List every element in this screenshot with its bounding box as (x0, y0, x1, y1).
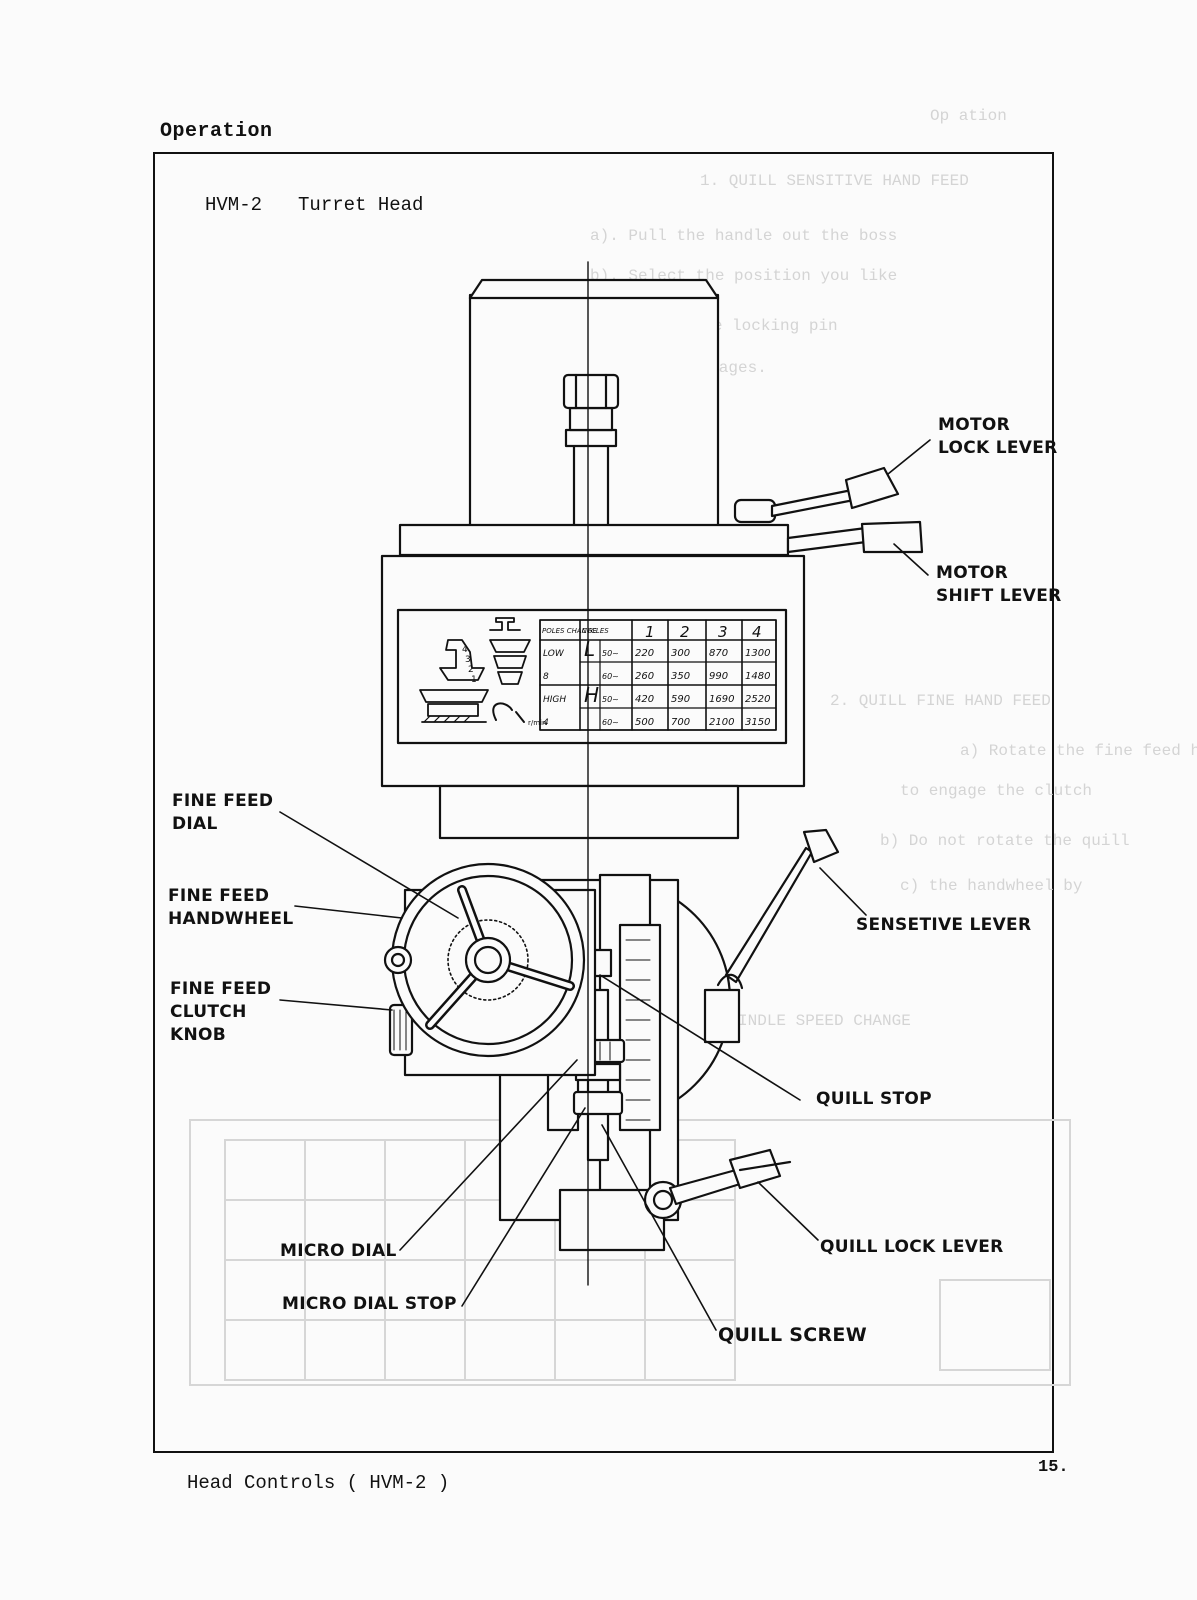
svg-text:2. QUILL FINE HAND FEED: 2. QUILL FINE HAND FEED (830, 692, 1051, 710)
callout-quill-screw: QUILL SCREW (718, 1324, 867, 1346)
speed-poles-2: HIGH (543, 695, 566, 705)
svg-text:b) Do not rotate the quill: b) Do not rotate the quill (880, 832, 1130, 850)
section-title: Operation (160, 120, 273, 143)
speed-value-3-2: 2100 (709, 717, 734, 728)
figure-frame (153, 152, 1054, 1453)
speed-poles-1: 8 (543, 672, 549, 682)
speed-header-5: 4 (752, 623, 762, 641)
speed-value-1-1: 350 (671, 671, 690, 682)
speed-plate-text: POLES CHANGE CYCLES 1 2 3 4 (542, 623, 762, 641)
pulley-step-1: 3 (465, 655, 471, 665)
svg-text:1. QUILL SENSITIVE HAND FEED: 1. QUILL SENSITIVE HAND FEED (700, 172, 969, 190)
speed-header-3: 2 (680, 623, 690, 641)
callout-sensitive-lever: SENSETIVE LEVER (856, 915, 1032, 935)
speed-value-0-1: 300 (671, 648, 690, 659)
callout-motor-shift-lever: MOTOR SHIFT LEVER (936, 563, 1062, 606)
figure-title: HVM-2 Turret Head (205, 194, 459, 216)
figure-heading: Turret Head (298, 194, 424, 216)
speed-cycles-2: 50~ (602, 695, 619, 704)
pulley-step-0: 4 (462, 645, 468, 655)
svg-text:3. SPINDLE SPEED CHANGE: 3. SPINDLE SPEED CHANGE (690, 1012, 911, 1030)
svg-text:a) Rotate the fine feed handwh: a) Rotate the fine feed handwheel (960, 742, 1197, 760)
model-label: HVM-2 (205, 194, 263, 216)
speed-value-3-0: 500 (635, 717, 654, 728)
speed-value-0-0: 220 (635, 648, 654, 659)
callout-motor-lock-lever: MOTOR LOCK LEVER (938, 415, 1058, 458)
figure-caption: Head Controls ( HVM-2 ) (187, 1472, 450, 1494)
rpm-unit-label: r/min (528, 719, 546, 727)
callout-micro-dial-stop: MICRO DIAL STOP (282, 1294, 457, 1314)
speed-cycles-1: 60~ (602, 672, 619, 681)
speed-header-4: 3 (718, 623, 728, 641)
speed-value-2-2: 1690 (709, 694, 734, 705)
speed-value-1-0: 260 (635, 671, 654, 682)
pulley-step-3: 1 (471, 675, 477, 685)
speed-value-3-1: 700 (671, 717, 690, 728)
speed-value-2-0: 420 (635, 694, 654, 705)
speed-poles-3: 4 (543, 718, 549, 728)
callout-fine-feed-clutch-knob: FINE FEED CLUTCH KNOB (170, 979, 272, 1045)
callout-fine-feed-handwheel: FINE FEED HANDWHEEL (168, 886, 294, 929)
speed-cycles-0: 50~ (602, 649, 619, 658)
speed-header-0: POLES CHANGE (542, 627, 597, 635)
speed-value-0-2: 870 (709, 648, 728, 659)
speed-header-1: CYCLES (582, 627, 609, 635)
speed-range-0: L (584, 637, 595, 661)
speed-header-2: 1 (645, 623, 655, 641)
speed-value-2-3: 2520 (745, 694, 770, 705)
svg-text:c) the handwheel by: c) the handwheel by (900, 877, 1083, 895)
leader-lines (279, 439, 931, 1331)
speed-poles-0: LOW (543, 649, 565, 659)
speed-range-2: H (584, 683, 599, 707)
speed-value-1-3: 1480 (745, 671, 770, 682)
svg-text:to engage the clutch: to engage the clutch (900, 782, 1092, 800)
callout-micro-dial: MICRO DIAL (280, 1241, 397, 1261)
speed-plate-rows: LOW L 50~ 220 300 870 1300 8 60~ 260 350 990 1480HIG… (543, 637, 770, 728)
page-number: 15. (1038, 1458, 1069, 1477)
speed-cycles-3: 60~ (602, 718, 619, 727)
speed-value-0-3: 1300 (745, 648, 770, 659)
callout-quill-lock-lever: QUILL LOCK LEVER (820, 1237, 1004, 1257)
callout-fine-feed-dial: FINE FEED DIAL (172, 791, 274, 834)
speed-value-1-2: 990 (709, 671, 728, 682)
pulley-step-2: 2 (468, 665, 474, 675)
svg-text:Op ation: Op ation (930, 107, 1007, 125)
callout-quill-stop: QUILL STOP (816, 1089, 932, 1109)
svg-text:a). Pull the handle out the bo: a). Pull the handle out the boss (590, 227, 897, 245)
speed-value-3-3: 3150 (745, 717, 770, 728)
speed-value-2-1: 590 (671, 694, 690, 705)
